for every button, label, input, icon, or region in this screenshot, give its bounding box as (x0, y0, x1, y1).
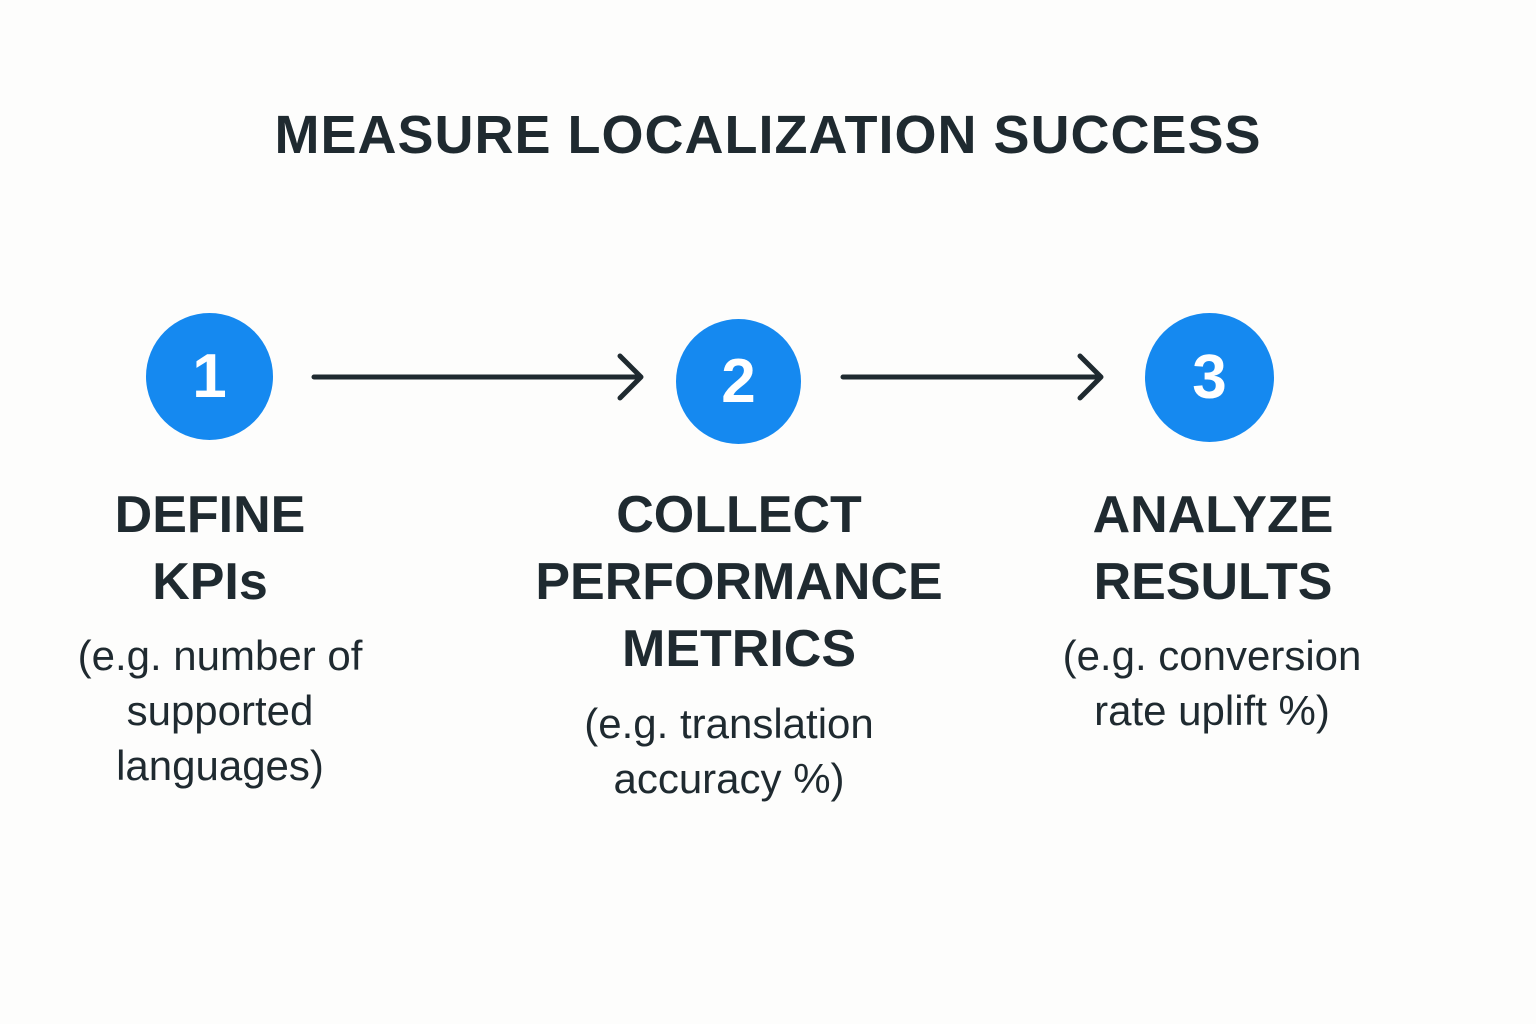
step-2-label: COLLECT PERFORMANCE METRICS (535, 486, 943, 678)
arrow-right-icon (840, 353, 1104, 401)
step-2-number: 2 (721, 347, 756, 416)
step-1-description: (e.g. number of supported languages) (77, 632, 363, 789)
step-1-number-badge: 1 (146, 313, 273, 440)
step-2-description: (e.g. translation accuracy %) (584, 700, 874, 802)
step-2-number-badge: 2 (676, 319, 801, 444)
step-3-label: ANALYZE RESULTS (1092, 486, 1334, 611)
step-1-number: 1 (192, 342, 227, 411)
step-3-number: 3 (1192, 343, 1227, 412)
step-3-description: (e.g. conversion rate uplift %) (1062, 632, 1362, 734)
arrow-right-icon (311, 353, 644, 401)
diagram-title: MEASURE LOCALIZATION SUCCESS (274, 105, 1262, 165)
step-3-number-badge: 3 (1145, 313, 1274, 442)
step-1-label: DEFINE KPIs (114, 486, 306, 611)
